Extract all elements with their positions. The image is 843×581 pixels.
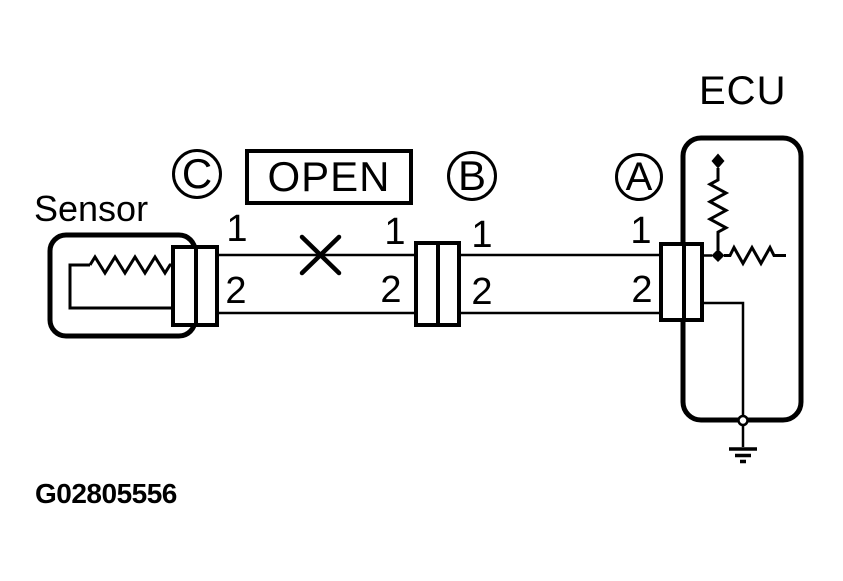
connector-housings	[171, 241, 704, 327]
case-ground-node	[737, 414, 749, 427]
connector-b-right-pin1-label: 1	[471, 214, 493, 256]
connector-a-pin1-label: 1	[630, 210, 652, 252]
open-fault-x-icon	[299, 234, 342, 276]
connector-b-housing	[414, 241, 461, 327]
sensor-label: Sensor	[34, 188, 149, 229]
connector-b-left-pin2-label: 2	[380, 269, 402, 311]
connector-a-pin2-label: 2	[631, 269, 653, 311]
connector-a-badge: A	[615, 153, 663, 201]
sensor-pin2-label: 2	[225, 270, 247, 312]
junction-dot	[711, 249, 725, 262]
open-fault-label: OPEN	[267, 153, 391, 200]
connector-a-housing	[659, 242, 704, 322]
connector-b-right-pin2-label: 2	[471, 271, 493, 313]
signal-ground-trace	[702, 301, 745, 417]
pullup-resistor	[706, 168, 730, 250]
sensor-resistor	[68, 254, 173, 310]
ground-icon	[729, 447, 757, 464]
connector-b-left-pin1-label: 1	[384, 211, 406, 253]
open-fault-box: OPEN	[245, 149, 413, 205]
figure-code: G02805556	[35, 478, 177, 509]
connector-c-housing	[171, 245, 219, 327]
connector-b-badge: B	[447, 151, 497, 201]
ecu-internals	[680, 135, 804, 464]
connector-c-badge: C	[172, 149, 222, 199]
sensor-pin1-label: 1	[226, 208, 248, 250]
connector-a-letter: A	[625, 154, 653, 199]
power-terminal-icon	[711, 153, 725, 169]
connector-c-letter: C	[181, 150, 213, 197]
internal-load-resistor	[724, 244, 786, 267]
connector-b-letter: B	[457, 152, 486, 199]
ecu-label: ECU	[699, 69, 787, 113]
harness-wires	[217, 253, 712, 315]
